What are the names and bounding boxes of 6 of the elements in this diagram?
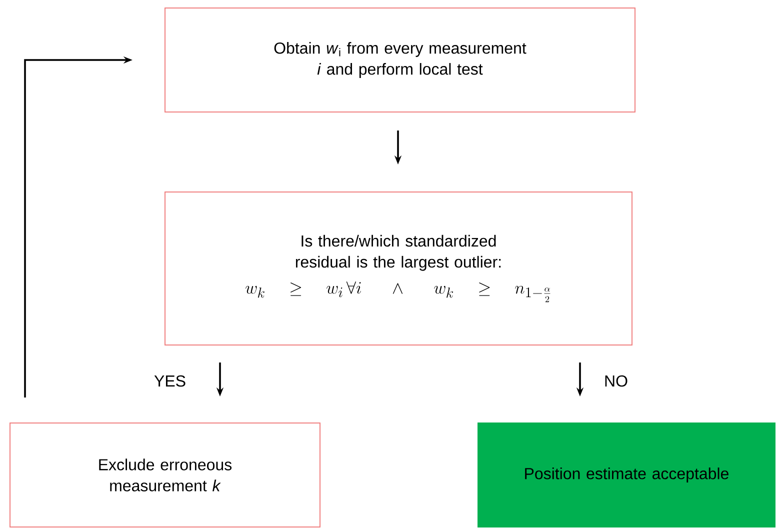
edge-label: YES [153, 374, 188, 388]
process-box: Obtain w$_{i}$ from every measurement i and perform local test [164, 8, 636, 112]
process-box: Exclude erroneous measurement k [10, 422, 320, 528]
decision-box: Is there/which standardized residual is the largest outlier: $w_k \;\geq\; w_i \,\forall i \;\;\wedge\;\; w_k \;\geq\; n_{1-\frac{\alpha}{2}}$ [164, 192, 632, 346]
edge-label: NO [603, 374, 629, 388]
result-box: Position estimate acceptable [478, 422, 776, 528]
